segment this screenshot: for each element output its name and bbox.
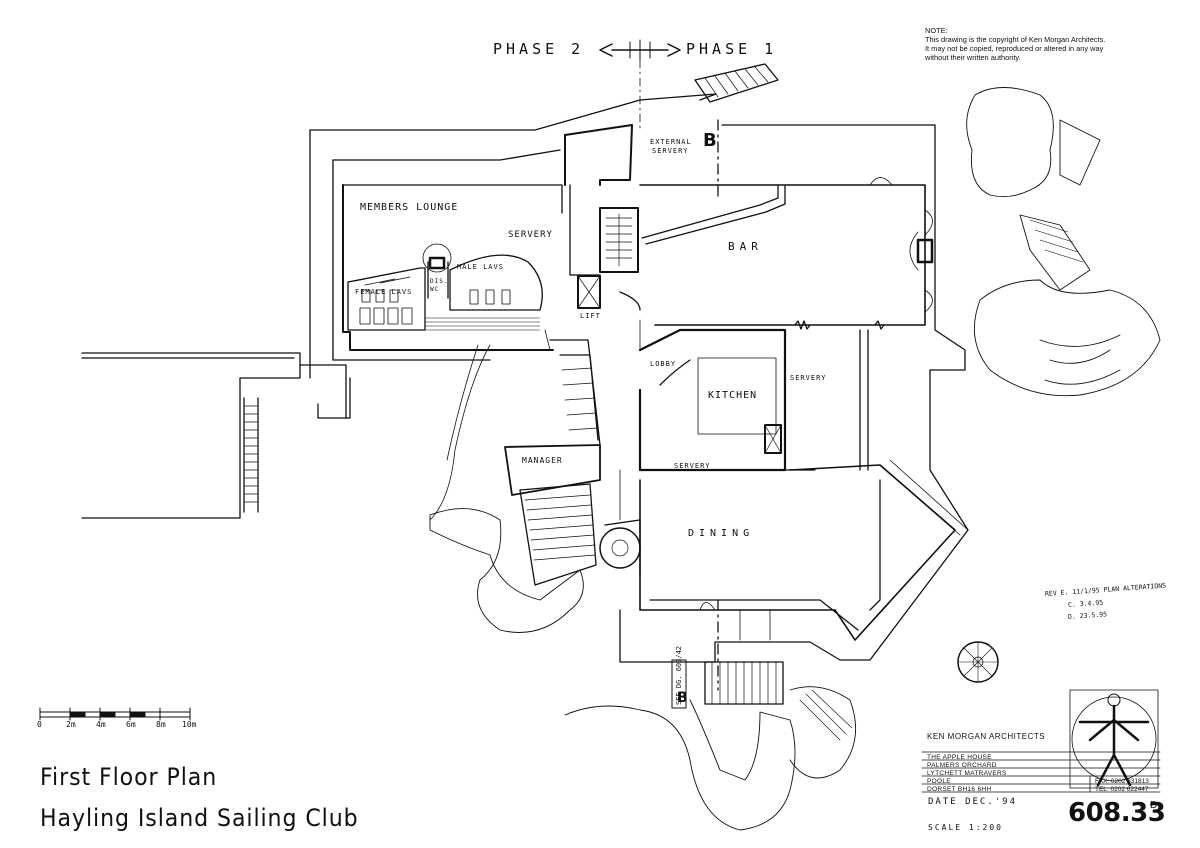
note-line-3: without their written authority. bbox=[925, 53, 1021, 62]
section-marker-bottom-box bbox=[671, 659, 687, 709]
copyright-note: NOTE: This drawing is the copyright of K… bbox=[925, 26, 1165, 62]
see-drawing-reference: SEE DG. 608/42 bbox=[675, 645, 683, 705]
bar-label: BAR bbox=[728, 240, 763, 253]
title-block-frame bbox=[921, 689, 1161, 793]
scale-tick-8m: 8m bbox=[156, 720, 166, 729]
kitchen-room bbox=[638, 328, 869, 472]
section-b-bottom: B bbox=[677, 690, 688, 706]
scale-tick-2m: 2m bbox=[66, 720, 76, 729]
external-stair-bottom bbox=[704, 661, 784, 705]
scale-tick-4m: 4m bbox=[96, 720, 106, 729]
servery-small-label: SERVERY bbox=[674, 462, 711, 470]
address-line-2: PALMERS ORCHARD bbox=[927, 762, 997, 769]
phase-1-label: PHASE 1 bbox=[686, 40, 778, 58]
dis-wc-label-1: DIS. bbox=[430, 278, 449, 285]
note-line-2: It may not be copied, reproduced or alte… bbox=[925, 44, 1104, 53]
scale-tick-6m: 6m bbox=[126, 720, 136, 729]
manager-label: MANAGER bbox=[522, 456, 563, 465]
address-line-3: LYTCHETT MATRAVERS bbox=[927, 770, 1007, 777]
address-line-5: DORSET BH16 6HH bbox=[927, 786, 992, 793]
project-name: Hayling Island Sailing Club bbox=[40, 804, 359, 832]
external-stair-top bbox=[694, 63, 779, 103]
scale-bar bbox=[39, 707, 191, 721]
female-lavs-label: FEMALE LAVS bbox=[355, 288, 413, 296]
note-heading: NOTE: bbox=[925, 26, 948, 35]
bar-room bbox=[639, 177, 934, 330]
address-line-4: POOLE bbox=[927, 778, 951, 785]
drawing-title: First Floor Plan bbox=[40, 763, 218, 791]
terrace-outline bbox=[309, 93, 969, 663]
left-building bbox=[81, 352, 347, 519]
tel-number: TEL: 0202 622447 bbox=[1095, 786, 1149, 793]
external-servery-label-1: EXTERNAL bbox=[650, 138, 692, 146]
corridors bbox=[429, 319, 661, 521]
note-line-1: This drawing is the copyright of Ken Mor… bbox=[925, 35, 1106, 44]
kitchen-label: KITCHEN bbox=[708, 390, 758, 401]
central-core bbox=[564, 124, 641, 311]
lobby-label: LOBBY bbox=[650, 360, 677, 368]
external-servery-label-2: SERVERY bbox=[652, 147, 689, 155]
members-lounge-room bbox=[332, 149, 563, 361]
lift-label: LIFT bbox=[580, 312, 601, 320]
landscape-bottom bbox=[429, 508, 857, 831]
drawing-scale: SCALE 1:200 bbox=[928, 823, 1003, 832]
dining-label: DINING bbox=[688, 528, 755, 539]
kitchen-servery-label: SERVERY bbox=[790, 374, 827, 382]
fax-number: FAX: 0202 631813 bbox=[1095, 778, 1149, 785]
spiral-stair bbox=[957, 641, 999, 683]
scale-tick-10m: 10m bbox=[182, 720, 197, 729]
drawing-number: 608.33 bbox=[1068, 798, 1166, 828]
dis-wc-label-2: WC bbox=[430, 286, 440, 293]
address-line-1: THE APPLE HOUSE bbox=[927, 754, 992, 761]
members-lounge-label: MEMBERS LOUNGE bbox=[360, 202, 459, 213]
firm-name: KEN MORGAN ARCHITECTS bbox=[927, 732, 1046, 741]
scale-tick-0: 0 bbox=[37, 720, 42, 729]
phase-2-label: PHASE 2 bbox=[493, 40, 585, 58]
dining-room bbox=[639, 459, 969, 641]
male-lavs-label: MALE LAVS bbox=[457, 263, 504, 271]
drawing-date: DATE DEC.'94 bbox=[928, 797, 1018, 807]
revision-letter: D bbox=[1150, 800, 1158, 811]
section-b-top: B bbox=[703, 130, 717, 151]
servery-label: SERVERY bbox=[508, 230, 553, 240]
landscape-right bbox=[966, 87, 1161, 397]
